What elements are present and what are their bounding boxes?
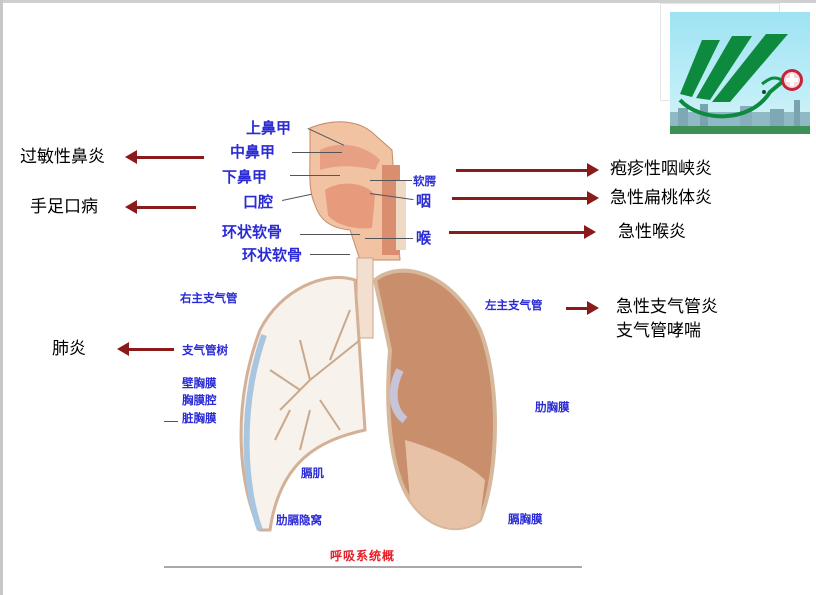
leader-line xyxy=(164,421,178,422)
disease-bronchial-asthma: 支气管哮喘 xyxy=(616,321,701,341)
label-pleural-cavity: 胸膜腔 xyxy=(182,393,217,407)
arrow-right-icon xyxy=(452,191,599,205)
window-left-border xyxy=(0,0,3,595)
arrow-left-icon xyxy=(125,150,204,164)
disease-acute-bronchitis: 急性支气管炎 xyxy=(616,297,718,317)
label-superior-turbinate: 上鼻甲 xyxy=(246,119,292,137)
arrow-left-icon xyxy=(117,342,174,356)
leader-line xyxy=(290,175,340,176)
arrow-right-icon xyxy=(449,225,596,239)
label-oral-cavity: 口腔 xyxy=(243,193,274,211)
leader-line xyxy=(310,254,350,255)
respiratory-system-illustration xyxy=(239,121,497,532)
disease-allergic-rhinitis: 过敏性鼻炎 xyxy=(20,147,105,167)
arrow-right-icon xyxy=(456,163,599,177)
label-middle-turbinate: 中鼻甲 xyxy=(230,143,276,161)
caption-divider xyxy=(164,566,582,568)
label-larynx: 喉 xyxy=(416,229,432,247)
leader-line xyxy=(292,152,342,153)
label-costodiaphragmatic-recess: 肋膈隐窝 xyxy=(276,513,322,527)
figure-caption: 呼吸系统概 xyxy=(330,549,396,563)
window-top-border xyxy=(0,0,816,3)
disease-herpangina: 疱疹性咽峡炎 xyxy=(610,159,712,179)
label-soft-palate: 软腭 xyxy=(413,174,436,188)
logo-bird-icon xyxy=(670,34,810,134)
label-inferior-turbinate: 下鼻甲 xyxy=(222,168,268,186)
label-pharynx: 咽 xyxy=(416,192,432,210)
arrow-left-icon xyxy=(125,200,196,214)
hospital-logo xyxy=(670,12,810,134)
disease-acute-tonsillitis: 急性扁桃体炎 xyxy=(610,188,712,208)
label-right-main-bronchus: 右主支气管 xyxy=(180,291,238,305)
label-visceral-pleura: 脏胸膜 xyxy=(182,411,217,425)
label-cricoid-cartilage-2: 环状软骨 xyxy=(242,246,303,264)
disease-acute-laryngitis: 急性喉炎 xyxy=(618,222,686,242)
disease-hand-foot-mouth: 手足口病 xyxy=(30,197,98,217)
disease-pneumonia: 肺炎 xyxy=(52,339,86,359)
label-parietal-pleura: 壁胸膜 xyxy=(182,376,217,390)
label-left-main-bronchus: 左主支气管 xyxy=(485,298,543,312)
leader-line xyxy=(365,238,413,239)
label-cricoid-cartilage-1: 环状软骨 xyxy=(222,223,283,241)
label-diaphragm: 膈肌 xyxy=(301,466,324,480)
label-bronchial-tree: 支气管树 xyxy=(182,343,228,357)
leader-line xyxy=(370,180,412,181)
label-costal-pleura: 肋胸膜 xyxy=(535,400,570,414)
leader-line xyxy=(300,234,360,235)
arrow-right-icon xyxy=(566,301,599,315)
label-diaphragmatic-pleura: 膈胸膜 xyxy=(508,512,543,526)
